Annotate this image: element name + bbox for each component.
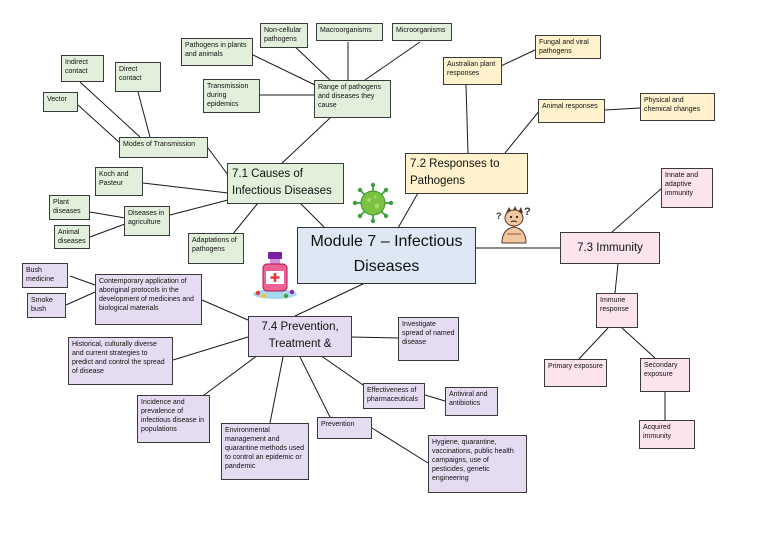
transmission-epidemics: Transmission during epidemics — [203, 79, 260, 113]
antiviral-antibiotics: Antiviral and antibiotics — [445, 387, 498, 416]
koch-and-pasteur: Koch and Pasteur — [95, 167, 143, 196]
investigate-named-disease: Investigate spread of named disease — [398, 317, 459, 361]
plant-diseases: Plant diseases — [49, 195, 90, 220]
central-topic: Module 7 – Infectious Diseases — [297, 227, 476, 284]
animal-diseases: Animal diseases — [54, 225, 90, 249]
incidence-prevalence: Incidence and prevalence of infectious d… — [137, 395, 210, 443]
indirect-contact: Indirect contact — [61, 55, 104, 82]
diseases-in-agriculture: Diseases in agriculture — [124, 206, 170, 236]
microorganisms: Microorganisms — [392, 23, 452, 41]
historical-strategies: Historical, culturally diverse and curre… — [68, 337, 173, 385]
direct-contact: Direct contact — [115, 62, 161, 92]
adaptations-of-pathogens: Adaptations of pathogens — [188, 233, 244, 264]
modes-of-transmission: Modes of Transmission — [119, 137, 208, 158]
smoke-bush: Smoke bush — [27, 293, 66, 318]
topic-immunity: 7.3 Immunity — [560, 232, 660, 264]
thinking-person-icon: ? ? — [496, 206, 531, 244]
animal-responses: Animal responses — [538, 99, 605, 123]
immune-response: Immune response — [596, 293, 638, 328]
physical-chemical-changes: Physical and chemical changes — [640, 93, 715, 121]
range-of-pathogens: Range of pathogens and diseases they cau… — [314, 80, 391, 118]
australian-plant-responses: Australian plant responses — [443, 57, 502, 85]
prevention-node: Prevention — [317, 417, 372, 439]
non-cellular-pathogens: Non-cellular pathogens — [260, 23, 308, 48]
svg-text:?: ? — [496, 211, 502, 221]
aboriginal-protocols: Contemporary application of aboriginal p… — [95, 274, 202, 325]
effectiveness-pharmaceuticals: Effectiveness of pharmaceuticals — [363, 383, 425, 409]
medicine-bottle-icon — [253, 252, 297, 299]
innate-adaptive-immunity: Innate and adaptive immunity — [661, 168, 713, 208]
secondary-exposure: Secondary exposure — [640, 358, 690, 392]
pathogens-plants-animals: Pathogens in plants and animals — [181, 38, 253, 66]
svg-text:?: ? — [524, 206, 531, 218]
bush-medicine: Bush medicine — [22, 263, 68, 288]
vector: Vector — [43, 92, 78, 112]
topic-prevention: 7.4 Prevention, Treatment & — [248, 316, 352, 357]
hygiene-quarantine: Hygiene, quarantine, vaccinations, publi… — [428, 435, 527, 493]
topic-responses: 7.2 Responses to Pathogens — [405, 153, 528, 194]
fungal-viral-pathogens: Fungal and viral pathogens — [535, 35, 601, 59]
macroorganisms: Macroorganisms — [316, 23, 383, 41]
environmental-management: Environmental management and quarantine … — [221, 423, 309, 480]
virus-icon — [352, 182, 394, 224]
primary-exposure: Primary exposure — [544, 359, 607, 387]
acquired-immunity: Acquired immunity — [639, 420, 695, 449]
topic-causes: 7.1 Causes of Infectious Diseases — [227, 163, 344, 204]
